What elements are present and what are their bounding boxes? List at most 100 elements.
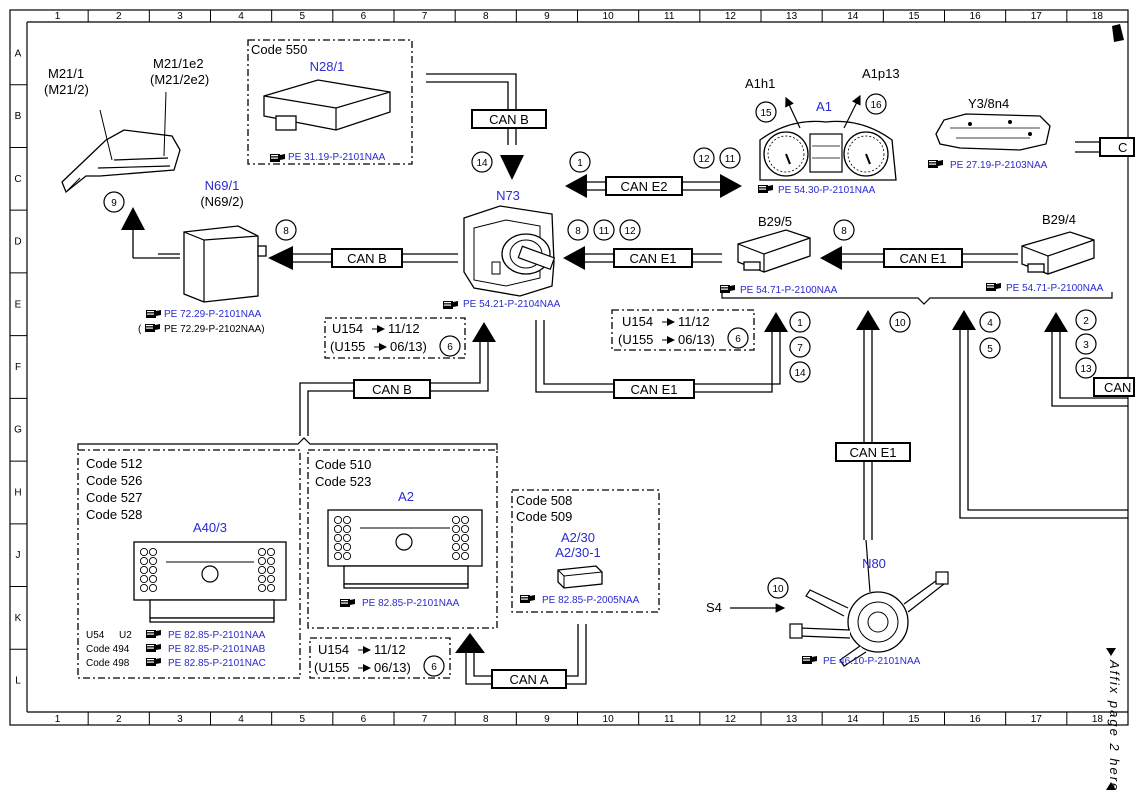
grid-col-label: 2 (116, 11, 122, 22)
reference-circle: 12 (693, 147, 715, 169)
affix-arrow-top-icon (1106, 648, 1116, 656)
reference-circle-number: 8 (575, 226, 581, 237)
a1-ref: PE 54.30-P-2101NAA (778, 185, 876, 196)
svg-text:U154: U154 (332, 321, 363, 336)
a40-3-ref-left-2: Code 494 (86, 644, 130, 655)
reference-circle-number: 4 (987, 318, 993, 329)
wiring-lines (132, 73, 1128, 685)
grid-col-label: 3 (177, 714, 183, 725)
box-a2-30 (511, 489, 660, 613)
b29-4-name: B29/4 (1042, 212, 1076, 227)
box-note-1 (324, 317, 466, 359)
n73-name: N73 (496, 188, 520, 203)
a1p13-label: A1p13 (862, 66, 900, 81)
s4-label: S4 (706, 600, 722, 615)
grid-col-label: 7 (422, 714, 428, 725)
head-unit-button-icon (333, 551, 343, 561)
head-unit-button-icon (266, 583, 276, 593)
a40-3-code-2: Code 526 (86, 473, 142, 488)
a2-code-2: Code 523 (315, 474, 371, 489)
head-unit-button-icon (148, 583, 158, 593)
grid-row-label: H (14, 487, 21, 498)
bus-label-can-a: CAN A (491, 669, 567, 689)
a40-3-ref-left-3: Code 498 (86, 658, 130, 669)
a2-code-1: Code 510 (315, 457, 371, 472)
b29-5-ref: PE 54.71-P-2100NAA (740, 285, 838, 296)
svg-text:CAN E1: CAN E1 (630, 251, 677, 266)
m21-1-label: M21/1 (48, 66, 84, 81)
book-icon (928, 160, 943, 168)
reference-circle-number: 6 (447, 342, 453, 353)
grid-col-label: 18 (1092, 714, 1104, 725)
head-unit-button-icon (266, 565, 276, 575)
svg-text:(U155: (U155 (618, 332, 653, 347)
bus-label-can-b-lower: CAN B (353, 379, 431, 399)
svg-text:CAN B: CAN B (489, 112, 529, 127)
reference-circle: 3 (1075, 333, 1097, 355)
reference-circle-number: 1 (577, 158, 583, 169)
grid-row-label: C (14, 174, 21, 185)
reference-circle-number: 8 (841, 226, 847, 237)
n28-1-module-icon (263, 79, 391, 131)
reference-circle: 1 (569, 151, 591, 173)
reference-circle-number: 6 (431, 662, 437, 673)
a1-instrument-cluster-icon (759, 94, 897, 181)
head-unit-button-icon (139, 583, 149, 593)
reference-circle: 6 (727, 327, 749, 349)
n80-steering-column-module-icon (789, 539, 949, 667)
svg-text:06/13): 06/13) (678, 332, 715, 347)
reference-circle: 4 (979, 311, 1001, 333)
n80-name: N80 (862, 556, 886, 571)
bus-label-can-b-left: CAN B (331, 248, 403, 268)
head-unit-button-icon (333, 542, 343, 552)
a2-30-code-2: Code 509 (516, 509, 572, 524)
reference-circle: 6 (439, 335, 461, 357)
svg-text:U154: U154 (622, 314, 653, 329)
grid-row-label: D (14, 237, 21, 248)
note-1: U154 11/12 (U155 06/13) (330, 321, 427, 354)
reference-circle: 1 (789, 311, 811, 333)
book-icon (986, 283, 1001, 291)
n69-1-module-icon (183, 225, 267, 303)
box-a40-3 (77, 449, 301, 679)
n69-1-name: N69/1 (205, 178, 240, 193)
bus-label-can-b-top: CAN B (471, 109, 547, 129)
reference-circle-number: 6 (735, 334, 741, 345)
box-a2 (307, 449, 498, 629)
head-unit-button-icon (342, 533, 352, 543)
svg-text:CAN: CAN (1104, 380, 1131, 395)
reference-circle: 8 (275, 219, 297, 241)
book-icon (145, 324, 160, 332)
grid-col-label: 16 (970, 11, 982, 22)
book-icon (340, 599, 355, 607)
brace-top (721, 292, 1113, 305)
grid-row-label: K (15, 613, 22, 624)
grid-row-label: G (14, 425, 22, 436)
book-icon (720, 285, 735, 293)
head-unit-button-icon (460, 542, 470, 552)
head-unit-button-icon (451, 542, 461, 552)
reference-circle-number: 10 (772, 584, 784, 595)
svg-text:11/12: 11/12 (374, 642, 406, 657)
grid-col-label: 11 (664, 11, 675, 22)
svg-text:C: C (1118, 140, 1127, 155)
n69-1-ref2-prefix: ( (138, 324, 142, 335)
a40-3-ref-2: PE 82.85-P-2101NAB (168, 644, 266, 655)
grid-col-label: 8 (483, 714, 489, 725)
head-unit-button-icon (333, 533, 343, 543)
a2-30-ref: PE 82.85-P-2005NAA (542, 595, 640, 606)
a2-30-code-1: Code 508 (516, 493, 572, 508)
bus-label-can-e2: CAN E2 (605, 176, 683, 196)
brace-bottom (77, 437, 498, 450)
head-unit-button-icon (148, 547, 158, 557)
head-unit-button-icon (333, 524, 343, 534)
grid-col-label: 10 (603, 11, 615, 22)
n28-1-code: Code 550 (251, 42, 307, 57)
svg-text:11/12: 11/12 (678, 314, 710, 329)
a40-3-name: A40/3 (193, 520, 227, 535)
grid-col-label: 4 (238, 714, 244, 725)
grid-col-label: 18 (1092, 11, 1104, 22)
book-icon (146, 310, 161, 318)
bus-label-can-e1-n80: CAN E1 (835, 442, 911, 462)
